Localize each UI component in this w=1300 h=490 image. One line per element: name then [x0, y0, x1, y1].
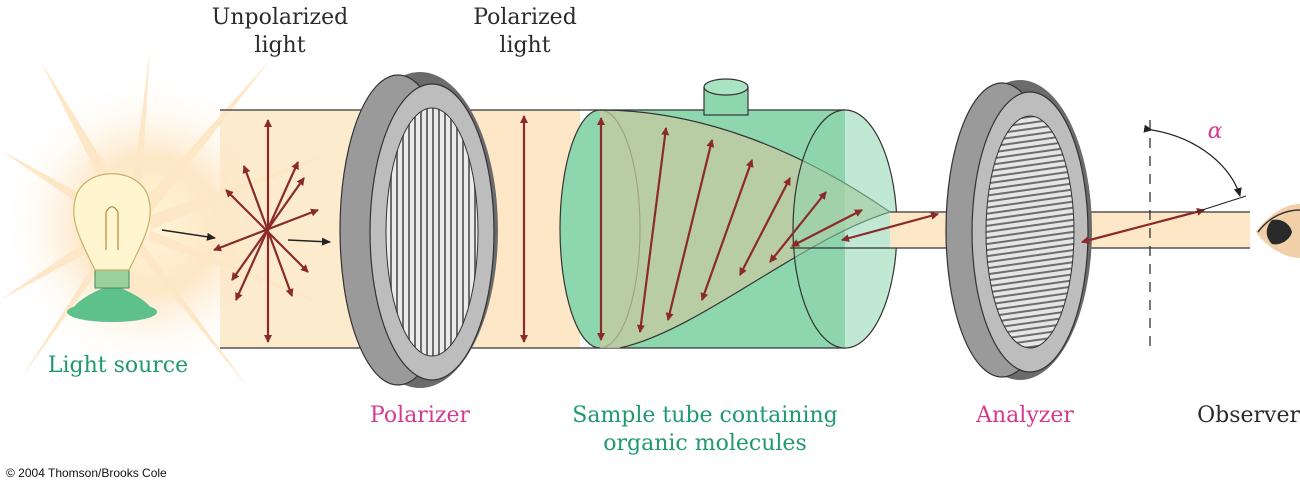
alpha-label: α [1207, 119, 1223, 144]
polarized-label-line-2: light [499, 33, 551, 58]
copyright-notice: © 2004 Thomson/Brooks Cole [6, 466, 167, 480]
unpolarized-label-line-2: light [254, 33, 306, 58]
polarized-light-label: Polarized light [450, 4, 600, 60]
polarizer-filter [339, 72, 498, 388]
rotation-angle-indicator [1143, 120, 1247, 350]
unpolarized-vibration-arrows [213, 119, 319, 343]
sample-tube [559, 78, 898, 349]
rotating-vibration-arrows [597, 117, 1205, 341]
polarizer-label: Polarizer [370, 403, 470, 428]
sample-tube-label-line-2: organic molecules [603, 431, 807, 456]
observer-eye [1256, 204, 1300, 258]
sample-tube-label: Sample tube containing organic molecules [555, 402, 855, 458]
light-bulb [67, 173, 157, 322]
sample-tube-label-line-1: Sample tube containing [572, 403, 838, 428]
unpolarized-light-label: Unpolarized light [200, 4, 360, 60]
analyzer-filter [945, 80, 1092, 380]
polarized-label-line-1: Polarized [473, 5, 577, 30]
analyzer-label: Analyzer [976, 403, 1074, 428]
light-source-label: Light source [47, 353, 189, 378]
unpolarized-label-line-1: Unpolarized [211, 5, 349, 30]
observer-label: Observer [1197, 403, 1300, 428]
